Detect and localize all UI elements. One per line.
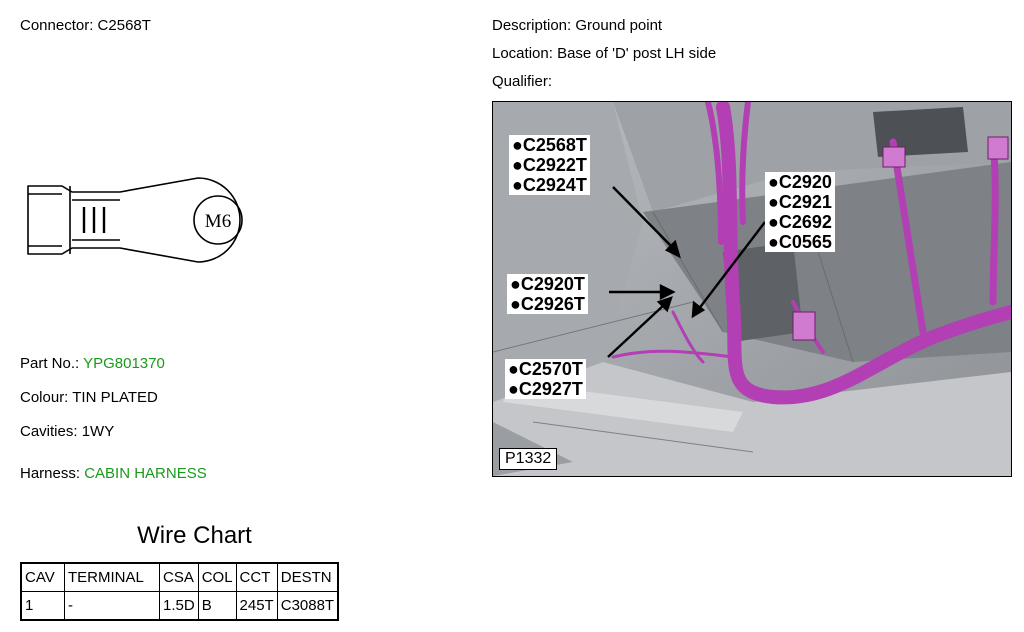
callout-item: ●C2920T	[510, 274, 585, 294]
table-cell: 1.5D	[159, 591, 199, 621]
description-value: Ground point	[575, 17, 663, 34]
column-header: CAV	[20, 562, 65, 592]
column-header: COL	[197, 562, 237, 592]
cavities-label: Cavities:	[20, 423, 78, 440]
callout-group-1: ●C2568T ●C2922T ●C2924T	[509, 135, 590, 195]
table-header-row: CAV TERMINAL CSA COL CCT DESTN	[20, 562, 339, 592]
callout-item: ●C2926T	[510, 294, 585, 314]
description-line: Description: Ground point	[492, 17, 662, 34]
table-cell: 1	[20, 591, 65, 621]
column-header: TERMINAL	[64, 562, 160, 592]
harness-line: Harness: CABIN HARNESS	[20, 465, 207, 482]
callout-item: ●C2920	[768, 172, 832, 192]
column-header: CSA	[159, 562, 199, 592]
table-cell: B	[197, 591, 237, 621]
callout-item: ●C2921	[768, 192, 832, 212]
callout-item: ●C2927T	[508, 379, 583, 399]
connector-line: Connector: C2568T	[20, 17, 151, 34]
wire-chart-table: CAV TERMINAL CSA COL CCT DESTN 1 - 1.5D …	[20, 562, 340, 621]
callout-item: ●C2922T	[512, 155, 587, 175]
photo-reference: P1332	[499, 448, 558, 470]
table-cell: -	[64, 591, 160, 621]
cavities-value: 1WY	[81, 423, 115, 440]
ring-terminal-drawing: M6	[27, 177, 243, 263]
table-cell: 245T	[235, 591, 278, 621]
column-header: CCT	[235, 562, 278, 592]
callout-item: ●C2570T	[508, 359, 583, 379]
cavities-line: Cavities: 1WY	[20, 423, 114, 440]
part-number-link[interactable]: YPG801370	[83, 355, 165, 372]
qualifier-line: Qualifier:	[492, 73, 552, 90]
connector-label: Connector:	[20, 17, 94, 34]
description-label: Description:	[492, 17, 572, 34]
harness-link[interactable]: CABIN HARNESS	[84, 465, 207, 482]
qualifier-label: Qualifier:	[492, 73, 553, 90]
callout-group-3: ●C2920T ●C2926T	[507, 274, 588, 314]
harness-label: Harness:	[20, 465, 81, 482]
part-number-line: Part No.: YPG801370	[20, 355, 165, 372]
location-label: Location:	[492, 45, 553, 62]
terminal-stamp: M6	[205, 211, 231, 232]
table-cell: C3088T	[276, 591, 339, 621]
callout-group-4: ●C2570T ●C2927T	[505, 359, 586, 399]
wire-chart-title: Wire Chart	[137, 522, 252, 549]
connector-value: C2568T	[97, 17, 151, 34]
column-header: DESTN	[276, 562, 339, 592]
harness-wiring	[611, 102, 1011, 405]
part-number-label: Part No.:	[20, 355, 80, 372]
callout-item: ●C2692	[768, 212, 832, 232]
callout-group-2: ●C2920 ●C2921 ●C2692 ●C0565	[765, 172, 835, 252]
table-row: 1 - 1.5D B 245T C3088T	[20, 591, 339, 621]
location-value: Base of 'D' post LH side	[557, 45, 717, 62]
location-photo: ●C2568T ●C2922T ●C2924T ●C2920 ●C2921 ●C…	[492, 101, 1012, 477]
callout-item: ●C2568T	[512, 135, 587, 155]
colour-line: Colour: TIN PLATED	[20, 389, 158, 406]
location-line: Location: Base of 'D' post LH side	[492, 45, 716, 62]
colour-label: Colour:	[20, 389, 69, 406]
callout-item: ●C2924T	[512, 175, 587, 195]
colour-value: TIN PLATED	[72, 389, 158, 406]
callout-item: ●C0565	[768, 232, 832, 252]
